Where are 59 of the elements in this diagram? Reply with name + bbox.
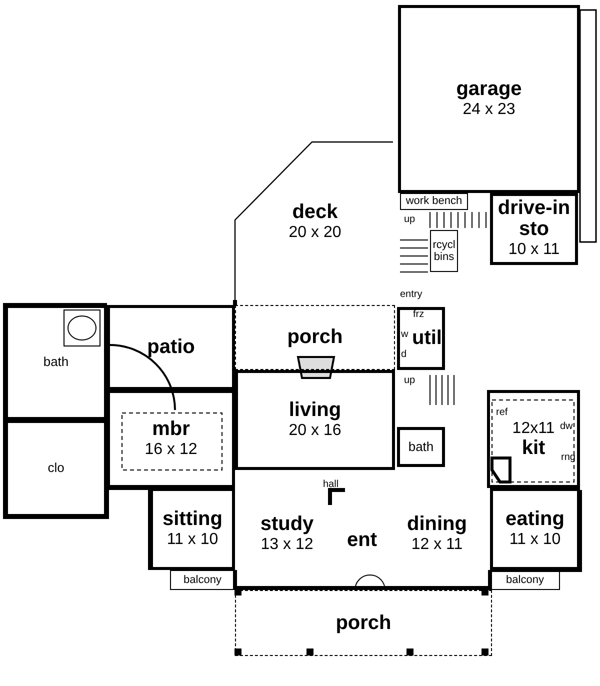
room-name: util [412, 328, 442, 349]
room-name: study [260, 514, 314, 535]
room-name: drive-in sto [496, 198, 572, 240]
room-name: rcycl bins [432, 238, 456, 264]
room-name: kit [522, 438, 546, 460]
room-name: bath [408, 440, 434, 454]
room-dimensions: 12 x 11 [411, 534, 463, 554]
recycling-bins [430, 230, 458, 272]
fixture-label: hall [323, 480, 339, 490]
room-name: deck [292, 202, 338, 223]
room-name: eating [506, 508, 564, 530]
storage-room [490, 193, 578, 265]
room-name: work bench [406, 195, 462, 208]
room-name: porch [287, 327, 343, 348]
fixture-label: entry [400, 290, 422, 300]
room-name: dining [407, 514, 467, 535]
fixture-label: up [404, 376, 416, 386]
room-name: porch [336, 612, 392, 634]
room-dimensions: 20 x 16 [288, 420, 342, 440]
fixture-label: dw [560, 422, 573, 432]
room-name: mbr [152, 418, 190, 440]
room-name: clo [48, 461, 64, 476]
room-dimensions: 24 x 23 [462, 100, 516, 120]
bathroom [397, 427, 445, 467]
fixture-label: ref [496, 408, 508, 418]
room-dimensions: 12x11 [512, 418, 555, 438]
kitchen [487, 390, 580, 488]
room-name: balcony [506, 574, 544, 586]
sitting-room [150, 488, 235, 570]
room-dimensions: 10 x 11 [508, 240, 560, 260]
room-name: sitting [162, 508, 222, 530]
utility-room [397, 307, 445, 370]
balcony [490, 570, 560, 590]
closet [5, 420, 107, 517]
fixture-label: w [401, 330, 408, 340]
fixture-label: d [401, 350, 407, 360]
patio [107, 305, 235, 390]
porch [235, 305, 395, 370]
bathroom [5, 305, 107, 420]
living-room [235, 370, 395, 470]
room-dimensions: 11 x 10 [509, 530, 561, 550]
room-dimensions: 20 x 20 [288, 222, 342, 242]
room-dimensions: 13 x 12 [260, 534, 314, 554]
fixture-label: up [404, 215, 416, 225]
balcony [170, 570, 235, 590]
bedroom [107, 390, 235, 488]
room-dimensions: 11 x 10 [166, 530, 218, 550]
fixture-label: frz [413, 310, 424, 320]
porch [235, 590, 492, 656]
room-name: garage [456, 78, 522, 100]
garage-room [398, 5, 580, 193]
room-name: balcony [184, 574, 222, 586]
room-name: patio [147, 337, 195, 358]
room-name: living [288, 400, 342, 421]
work-bench [400, 193, 468, 210]
eating-area [490, 488, 580, 570]
room-dimensions: 16 x 12 [144, 440, 198, 460]
room-name: ent [347, 530, 377, 550]
room-name: bath [43, 355, 69, 370]
